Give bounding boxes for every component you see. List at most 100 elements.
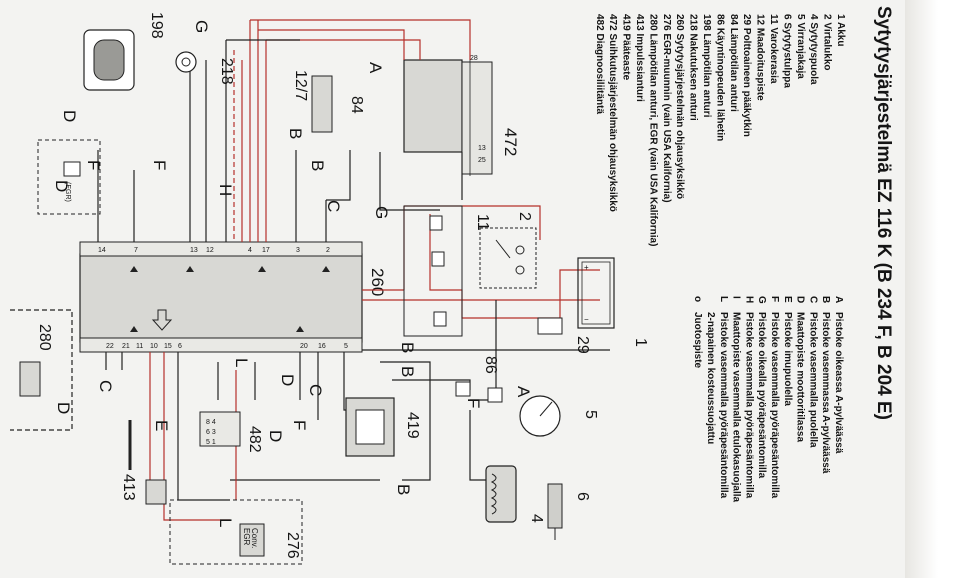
temp-sensor-198: 198 bbox=[83, 12, 165, 91]
svg-text:D: D bbox=[60, 110, 79, 122]
svg-text:22: 22 bbox=[106, 343, 114, 350]
svg-text:B: B bbox=[308, 160, 327, 171]
connector-text: Maattopiste moottoritilassa bbox=[795, 312, 806, 442]
connector-key: o bbox=[692, 296, 703, 302]
connector-text: Pistoke vasemmalla pyöräpesäntomilla bbox=[718, 312, 729, 499]
svg-text:C: C bbox=[306, 384, 325, 396]
svg-text:A: A bbox=[514, 386, 533, 398]
label-218: 218 bbox=[218, 58, 235, 85]
svg-text:15: 15 bbox=[164, 343, 172, 350]
label-482: 482 bbox=[246, 426, 263, 453]
connector-text: Pistoke vasemmalla pyöräpesäntomilla bbox=[769, 312, 780, 499]
svg-text:12: 12 bbox=[206, 247, 214, 254]
egr-text-2: EGR bbox=[242, 528, 251, 546]
knock-sensor-218: 218 bbox=[175, 51, 235, 85]
svg-text:+: + bbox=[584, 263, 589, 272]
connector-key: I bbox=[731, 296, 742, 299]
label-280: 280 bbox=[36, 324, 53, 351]
svg-text:7: 7 bbox=[134, 247, 138, 254]
legend-item: 419 Pääteaste bbox=[621, 14, 632, 81]
svg-text:20: 20 bbox=[300, 343, 308, 350]
connector-text: Juotospiste bbox=[692, 312, 703, 369]
svg-text:13: 13 bbox=[478, 145, 486, 152]
svg-text:6 3: 6 3 bbox=[206, 429, 216, 436]
connector-key: A bbox=[833, 296, 844, 303]
connector-text: Pistoke vasemmalla pyöräpesäntomilla bbox=[743, 312, 754, 499]
svg-text:10: 10 bbox=[150, 343, 158, 350]
svg-text:F: F bbox=[290, 420, 309, 430]
svg-text:14: 14 bbox=[98, 247, 106, 254]
ecu-472: 28 13 25 472 bbox=[403, 55, 520, 176]
svg-text:F: F bbox=[84, 160, 103, 170]
legend-item: 5 Virranjakaja bbox=[795, 14, 806, 79]
battery-1: + − 1 bbox=[577, 257, 649, 347]
fuse-box-11: 11 bbox=[403, 205, 491, 337]
connector-text: Pistoke vasemmassa A-pylväässä bbox=[820, 312, 831, 474]
svg-text:F: F bbox=[464, 398, 483, 408]
label-5: 5 bbox=[582, 410, 599, 419]
legend-item: 276 EGR-muunnin (vain USA Kalifornia) bbox=[661, 14, 672, 203]
svg-text:11: 11 bbox=[136, 343, 143, 350]
svg-text:F: F bbox=[150, 160, 169, 170]
connector-key: F bbox=[769, 296, 780, 302]
egr-temp-sensor-280: 280 bbox=[19, 324, 53, 397]
svg-text:21: 21 bbox=[122, 343, 130, 350]
connector-text: 2-napainen kosteussuojattu bbox=[705, 312, 716, 444]
connector-key: D bbox=[795, 296, 806, 303]
connector-letters: G A B B C G H F F D D B B F A C D F D L … bbox=[52, 20, 533, 527]
svg-text:B: B bbox=[398, 366, 417, 377]
svg-text:B: B bbox=[398, 342, 417, 353]
svg-text:17: 17 bbox=[262, 247, 270, 254]
label-472: 472 bbox=[501, 128, 520, 156]
svg-text:L: L bbox=[232, 358, 251, 367]
svg-text:H: H bbox=[216, 184, 235, 196]
svg-text:13: 13 bbox=[190, 247, 198, 254]
label-413: 413 bbox=[120, 474, 137, 501]
legend-item: 4 Sytytyspuola bbox=[808, 14, 819, 85]
label-419: 419 bbox=[404, 412, 421, 439]
svg-text:D: D bbox=[266, 430, 285, 442]
connector-text: Pistoke oikeassa A-pylväässä bbox=[833, 312, 844, 454]
connector-key: B bbox=[820, 296, 831, 303]
svg-text:C: C bbox=[324, 200, 343, 212]
egr-dashed-box: (EGR) bbox=[37, 139, 101, 215]
label-12-7: 12/7 bbox=[292, 70, 309, 101]
svg-text:D: D bbox=[52, 180, 71, 192]
relay-29: 29 bbox=[537, 317, 591, 354]
distributor-5: 5 bbox=[519, 395, 599, 437]
legend-item: 29 Polttoaineen pääkytkin bbox=[741, 14, 752, 137]
svg-text:16: 16 bbox=[318, 343, 326, 350]
legend-item: 260 Sytytysjärjestelmän ohjausyksikkö bbox=[674, 14, 685, 199]
legend-item: 86 Käyntinopeuden lähetin bbox=[714, 14, 725, 141]
label-4: 4 bbox=[528, 514, 545, 523]
connector-text: Pistoke oikealla pyöräpesäntomilla bbox=[756, 312, 767, 479]
svg-text:2: 2 bbox=[326, 247, 330, 254]
impulse-sensor-413: 413 bbox=[120, 420, 167, 505]
wires bbox=[10, 19, 610, 521]
svg-text:28: 28 bbox=[470, 55, 478, 62]
connector-key: C bbox=[807, 296, 818, 303]
connector-key: L bbox=[718, 296, 729, 302]
svg-text:A: A bbox=[366, 62, 385, 74]
legend-item: 198 Lämpötilan anturi bbox=[701, 14, 712, 118]
legend-item: 280 Lämpötilan anturi, EGR (vain USA Kal… bbox=[647, 14, 658, 246]
diagram-title: Sytytysjärjestelmä EZ 116 K (B 234 F, B … bbox=[873, 6, 894, 420]
connector-key: G bbox=[756, 296, 767, 304]
legend-item: 11 Varokerasia bbox=[768, 14, 779, 84]
connector-text: Pistoke imupuolella bbox=[782, 312, 793, 406]
legend-item: 12 Maadoituspiste bbox=[755, 14, 766, 101]
svg-text:8 4: 8 4 bbox=[206, 419, 216, 426]
svg-text:5 1: 5 1 bbox=[206, 439, 216, 446]
legend-item: 6 Sytytystulppa bbox=[781, 14, 792, 88]
control-unit-260: 260 14 7 13 12 4 17 3 2 22 21 11 10 15 6… bbox=[79, 241, 387, 353]
svg-text:L: L bbox=[216, 518, 235, 527]
diag-connector-482: 8 4 6 3 5 1 482 bbox=[199, 411, 263, 453]
label-2: 2 bbox=[516, 212, 533, 221]
legend-item: 218 Nakutuksen anturi bbox=[688, 14, 699, 121]
legend-item: 2 Virtalukko bbox=[822, 14, 833, 71]
sensor-84: 12/7 84 bbox=[292, 70, 365, 133]
connector-key: E bbox=[782, 296, 793, 303]
ignition-switch-2: 2 bbox=[479, 212, 537, 289]
